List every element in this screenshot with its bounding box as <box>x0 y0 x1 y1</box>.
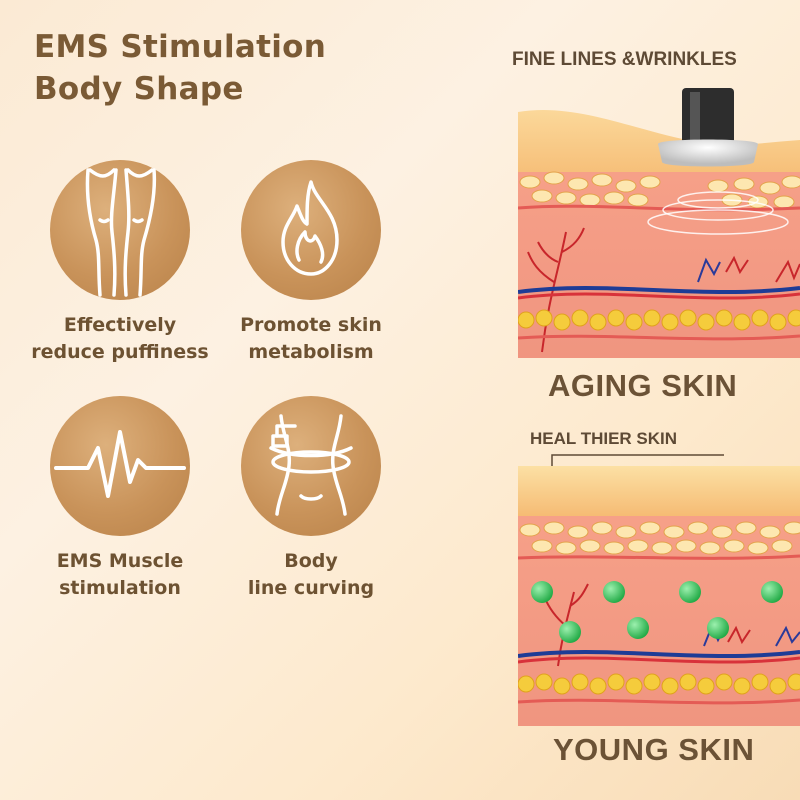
feature-skin-metabolism: Promote skin metabolism <box>206 160 416 366</box>
feature-reduce-puffiness: Effectively reduce puffiness <box>15 160 225 366</box>
feature-label: Promote skin metabolism <box>240 314 382 363</box>
feature-circle <box>50 396 190 536</box>
legs-icon <box>85 168 157 297</box>
feature-muscle-stimulation: EMS Muscle stimulation <box>15 396 225 602</box>
fat-cells <box>517 673 800 695</box>
feature-circle <box>50 160 190 300</box>
aging-title: AGING SKIN <box>548 368 738 403</box>
feature-label: Body line curving <box>247 550 375 599</box>
nutrient-dots <box>531 581 783 643</box>
aging-skin-illustration <box>517 82 800 358</box>
feature-body-curving: Body line curving <box>206 396 416 602</box>
device-handle <box>682 88 734 144</box>
young-header: HEAL THIER SKIN <box>530 429 678 448</box>
young-skin-illustration <box>517 466 800 726</box>
young-title: YOUNG SKIN <box>553 732 755 767</box>
young-skin-diagram <box>517 466 800 726</box>
feature-label: EMS Muscle stimulation <box>56 550 184 599</box>
feature-label: Effectively reduce puffiness <box>31 314 209 363</box>
aging-skin-diagram <box>517 88 800 358</box>
feature-circle <box>241 160 381 300</box>
cell-row <box>519 521 800 555</box>
young-header-bracket <box>551 454 724 467</box>
flame-icon <box>281 180 339 276</box>
title-line-1: EMS Stimulation <box>34 29 327 65</box>
ems-ripples <box>647 191 789 235</box>
aging-header: FINE LINES &WRINKLES <box>512 49 737 70</box>
title-line-2: Body Shape <box>34 71 244 107</box>
device-head <box>658 139 758 167</box>
blue-vessels <box>697 257 721 283</box>
feature-circle <box>241 396 381 536</box>
fat-cells <box>517 309 800 331</box>
page-title: EMS Stimulation Body Shape <box>34 26 434 110</box>
pulse-wave-icon <box>54 430 186 498</box>
waist-measure-icon <box>269 414 353 516</box>
